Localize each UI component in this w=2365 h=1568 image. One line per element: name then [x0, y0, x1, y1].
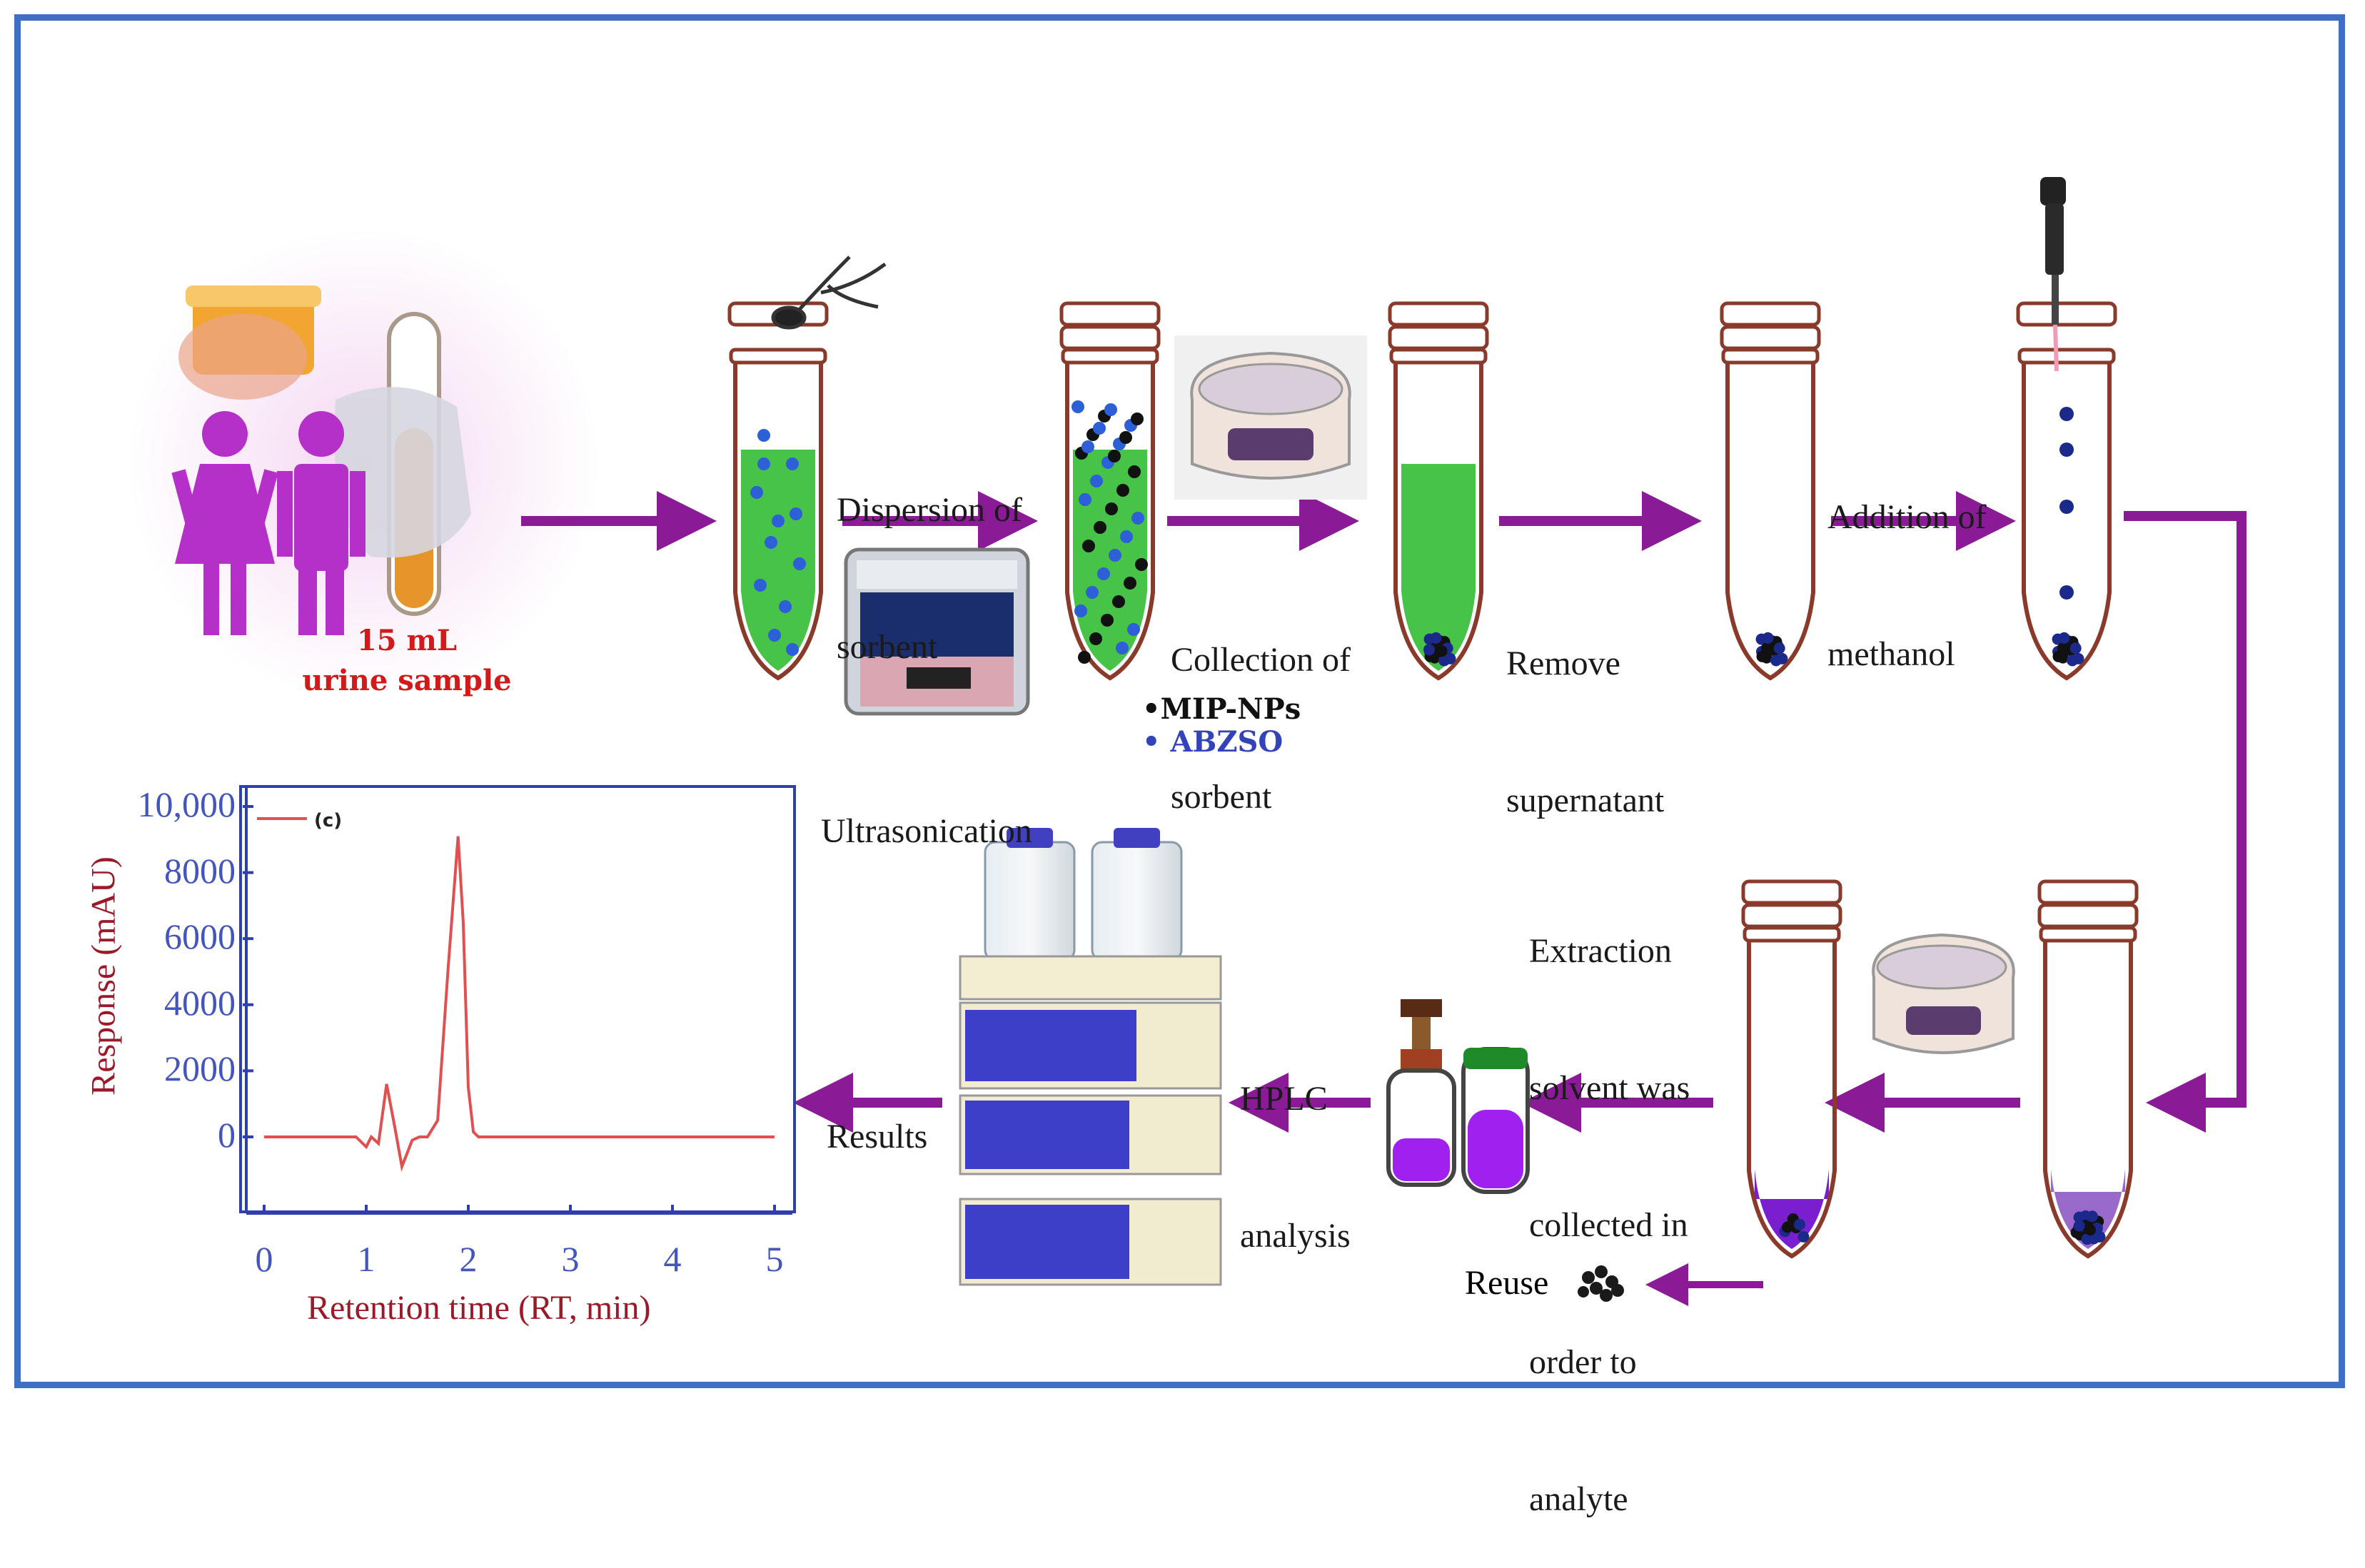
label-results: Results: [827, 1023, 927, 1205]
chart-y-tick-label: 4000: [164, 982, 236, 1023]
label-ultrasonication-text: Ultrasonication: [821, 812, 1032, 850]
label-reuse: Reuse: [1465, 1264, 1549, 1302]
reuse-particles-icon: [1578, 1265, 1624, 1302]
chromatogram-chart: (c): [243, 785, 792, 1215]
label-addition-line2: methanol: [1827, 635, 1955, 673]
chart-x-tick-label: 0: [255, 1239, 273, 1279]
woman-icon: [171, 411, 278, 635]
tube-remove-supernatant: [1720, 301, 1821, 681]
label-extraction-line4: order to: [1529, 1343, 1637, 1381]
tube-ultrasonication: [1059, 301, 1161, 681]
label-extraction-line2: solvent was: [1529, 1069, 1690, 1107]
collection-vial-icon: [1461, 1047, 1530, 1194]
chart-x-tick-label: 1: [357, 1239, 375, 1279]
label-remove-line2: supernatant: [1506, 782, 1665, 819]
label-dispersion-line2: sorbent: [837, 628, 938, 666]
chart-x-tick-label: 4: [663, 1239, 682, 1279]
ultrasonicator-icon: [844, 547, 1030, 716]
chart-y-tick-label: 6000: [164, 916, 236, 957]
label-dispersion-line1: Dispersion of: [837, 491, 1022, 529]
tubes-group: [727, 301, 2139, 1259]
label-addition: Addition of methanol: [1827, 403, 1987, 723]
spe-cartridge-icon: [1386, 999, 1456, 1187]
label-collection: Collection of sorbent: [1171, 546, 1351, 866]
sample-volume-text: 15 mL: [356, 624, 458, 657]
tube-extraction: [1741, 879, 1842, 1259]
chart-x-tick-label: 2: [459, 1239, 478, 1279]
chart-y-tick-label: 0: [218, 1114, 236, 1155]
label-hplc-line1: HPLC: [1240, 1080, 1328, 1118]
sample-label: 15 mL urine sample: [278, 621, 535, 701]
tube-collection: [1388, 301, 1489, 681]
label-extraction-line5: analyte: [1529, 1480, 1628, 1518]
legend-mip: •MIP-NPs: [1142, 692, 1301, 726]
centrifuge-icon-small: [1872, 933, 2015, 1054]
label-remove: Remove supernatant: [1506, 550, 1664, 869]
label-hplc-line2: analysis: [1240, 1217, 1351, 1255]
label-results-text: Results: [827, 1118, 928, 1155]
chart-x-tick-label: 3: [561, 1239, 580, 1279]
label-addition-line1: Addition of: [1827, 498, 1987, 536]
centrifuge-icon: [1174, 335, 1367, 500]
label-extraction-line3: collected in: [1529, 1206, 1688, 1244]
label-ultrasonication: Ultrasonication: [821, 717, 1032, 900]
label-extraction: Extraction solvent was collected in orde…: [1529, 837, 1690, 1568]
label-hplc: HPLC analysis: [1240, 985, 1351, 1305]
label-collection-line2: sorbent: [1171, 778, 1272, 816]
chart-legend-label: (c): [314, 810, 342, 831]
chart-y-tick-label: 10,000: [137, 784, 236, 824]
label-collection-line1: Collection of: [1171, 641, 1351, 679]
tube-methanol: [2016, 301, 2117, 681]
pipette-icon: [2040, 177, 2066, 372]
chart-xlabel: Retention time (RT, min): [307, 1289, 651, 1327]
workflow-diagram: [128, 177, 2247, 1306]
sorbent-dispenser-icon: [771, 256, 887, 330]
flow-arrows: [521, 491, 2247, 1306]
hplc-instrument-icon: [959, 828, 1222, 1286]
label-extraction-line1: Extraction: [1529, 932, 1672, 970]
tube-elution: [2037, 879, 2139, 1259]
urine-sample-illustration: [128, 228, 600, 699]
chart-ylabel: Response (mAU): [84, 856, 123, 1096]
label-remove-line1: Remove: [1506, 644, 1620, 682]
man-icon: [277, 411, 365, 635]
chart-y-tick-label: 8000: [164, 850, 236, 891]
chart-x-tick-label: 5: [765, 1239, 784, 1279]
chart-y-tick-label: 2000: [164, 1048, 236, 1089]
sample-name-text: urine sample: [302, 664, 512, 697]
legend-abzso: • ABZSO: [1142, 725, 1284, 759]
chromatogram-plot-area: [239, 785, 796, 1213]
arrow-return-path: [2124, 511, 2247, 1133]
label-dispersion: Dispersion of sorbent: [837, 396, 1022, 716]
chart-series-line: [264, 836, 775, 1172]
